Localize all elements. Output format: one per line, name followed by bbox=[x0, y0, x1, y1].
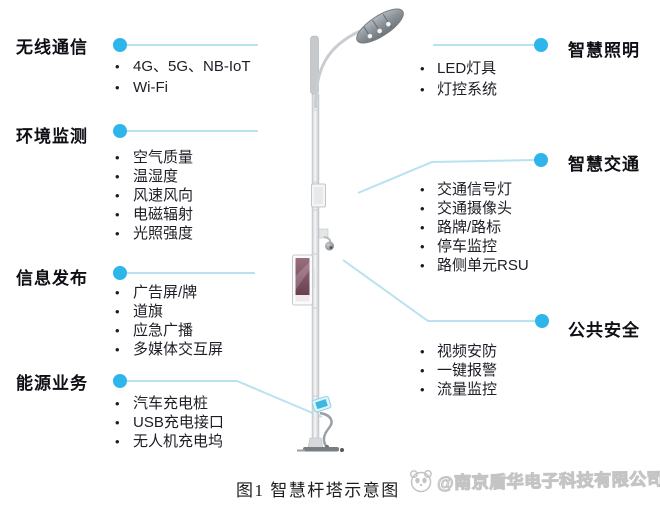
dot-traffic bbox=[534, 153, 548, 167]
signal-box-icon bbox=[311, 183, 326, 208]
lamp-arm bbox=[313, 29, 361, 109]
section-title-environment: 环境监测 bbox=[16, 127, 88, 146]
list-item: 交通摄像头 bbox=[418, 199, 529, 218]
list-item: 4G、5G、NB-IoT bbox=[113, 56, 251, 77]
list-item: Wi-Fi bbox=[113, 77, 251, 98]
dot-safety bbox=[535, 314, 549, 328]
list-item: 应急广播 bbox=[113, 321, 223, 340]
list-item: 广告屏/牌 bbox=[113, 283, 223, 302]
list-item: 温湿度 bbox=[113, 167, 193, 186]
watermark-text: @南京盾华电子科技有限公司 bbox=[436, 469, 660, 493]
list-item: USB充电接口 bbox=[113, 413, 224, 432]
section-title-energy: 能源业务 bbox=[16, 374, 88, 393]
dot-lighting bbox=[534, 38, 548, 52]
feature-list-lighting: LED灯具灯控系统 bbox=[418, 58, 497, 100]
feature-list-traffic: 交通信号灯交通摄像头路牌/路标停车监控路侧单元RSU bbox=[418, 180, 529, 275]
connector-traffic bbox=[357, 159, 536, 194]
feature-list-wireless: 4G、5G、NB-IoTWi-Fi bbox=[113, 56, 251, 98]
list-item: 路牌/路标 bbox=[418, 218, 529, 237]
watermark: @南京盾华电子科技有限公司 bbox=[408, 464, 660, 494]
list-item: 多媒体交互屏 bbox=[113, 340, 223, 359]
list-item: 风速风向 bbox=[113, 186, 193, 205]
connector-dots bbox=[113, 38, 549, 388]
section-title-traffic: 智慧交通 bbox=[568, 155, 640, 174]
feature-list-safety: 视频安防一键报警流量监控 bbox=[418, 342, 497, 399]
list-item: 电磁辐射 bbox=[113, 205, 193, 224]
pole-joints bbox=[312, 109, 319, 397]
feature-list-energy: 汽车充电桩USB充电接口无人机充电坞 bbox=[113, 394, 224, 451]
dot-info bbox=[113, 266, 127, 280]
pole-base-icon bbox=[297, 437, 344, 452]
list-item: LED灯具 bbox=[418, 58, 497, 79]
list-item: 空气质量 bbox=[113, 148, 193, 167]
list-item: 道旗 bbox=[113, 302, 223, 321]
watermark-panda-icon bbox=[409, 469, 432, 493]
connector-lines bbox=[127, 44, 536, 418]
advertising-screen-icon bbox=[292, 254, 315, 306]
smart-pole-graphic bbox=[292, 8, 404, 452]
led-streetlight-icon bbox=[356, 8, 404, 44]
connector-energy bbox=[127, 380, 323, 418]
list-item: 一键报警 bbox=[418, 361, 497, 380]
dot-environment bbox=[113, 124, 127, 138]
section-title-wireless: 无线通信 bbox=[16, 38, 88, 57]
figure-caption: 图1 智慧杆塔示意图 bbox=[236, 481, 400, 500]
cctv-camera-icon bbox=[318, 228, 334, 251]
feature-list-info: 广告屏/牌道旗应急广播多媒体交互屏 bbox=[113, 283, 223, 359]
section-title-safety: 公共安全 bbox=[568, 321, 640, 340]
list-item: 视频安防 bbox=[418, 342, 497, 361]
feature-list-environment: 空气质量温湿度风速风向电磁辐射光照强度 bbox=[113, 148, 193, 243]
dot-wireless bbox=[113, 38, 127, 52]
list-item: 无人机充电坞 bbox=[113, 432, 224, 451]
section-title-lighting: 智慧照明 bbox=[568, 41, 640, 60]
list-item: 流量监控 bbox=[418, 380, 497, 399]
list-item: 停车监控 bbox=[418, 237, 529, 256]
connector-safety bbox=[342, 259, 536, 322]
dot-energy bbox=[113, 374, 127, 388]
list-item: 路侧单元RSU bbox=[418, 256, 529, 275]
list-item: 汽车充电桩 bbox=[113, 394, 224, 413]
list-item: 光照强度 bbox=[113, 224, 193, 243]
list-item: 灯控系统 bbox=[418, 79, 497, 100]
section-title-info: 信息发布 bbox=[16, 269, 88, 288]
list-item: 交通信号灯 bbox=[418, 180, 529, 199]
charging-dock-icon bbox=[311, 395, 333, 449]
